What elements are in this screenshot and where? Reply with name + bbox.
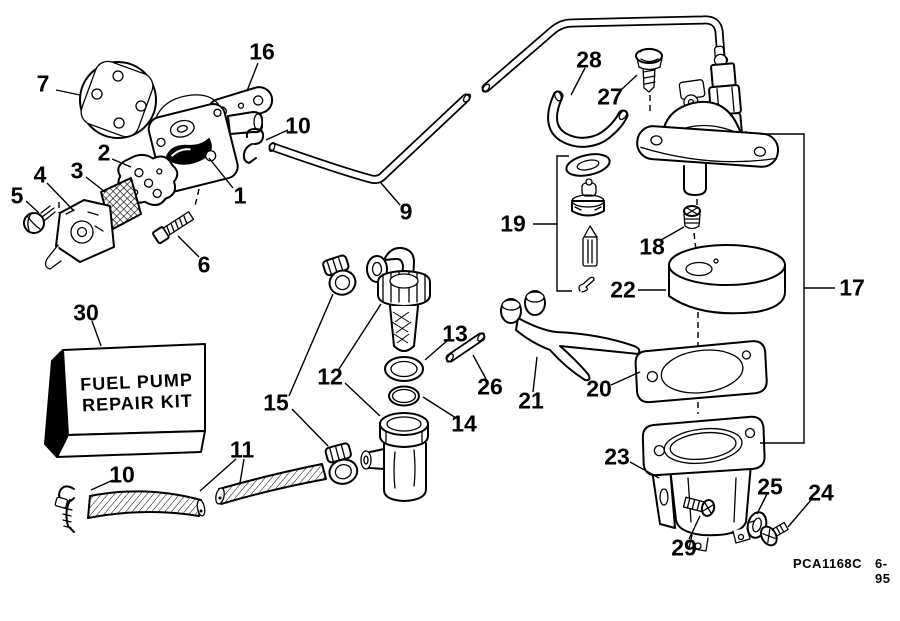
- part-24-screw: [759, 521, 789, 547]
- part-7-mounting-gasket: [79, 60, 157, 139]
- callout-10: 10: [109, 461, 135, 488]
- callout-6: 6: [197, 251, 211, 278]
- callout-23: 23: [604, 443, 630, 470]
- part-12-filter-assembly: [360, 246, 431, 502]
- callout-17: 17: [839, 274, 865, 301]
- callout-19: 19: [500, 210, 526, 237]
- callout-26: 26: [477, 373, 503, 400]
- part-17-bracket: [760, 133, 835, 444]
- callout-7: 7: [36, 70, 50, 97]
- callout-2: 2: [97, 139, 111, 166]
- part-21-cam-follower: [500, 290, 641, 382]
- footer-code: PCA1168C 6-95: [793, 556, 900, 586]
- callout-12: 12: [317, 363, 343, 390]
- part-30-repair-kit-box: [44, 343, 206, 458]
- callout-16: 16: [249, 38, 275, 65]
- part-9-fuel-line: [268, 15, 729, 184]
- part-code: PCA1168C: [793, 556, 863, 571]
- callout-22: 22: [610, 276, 636, 303]
- part-29-screw: [682, 496, 716, 517]
- callout-15: 15: [263, 389, 289, 416]
- part-22-float-cup: [668, 244, 786, 315]
- part-4-pump-base: [44, 199, 115, 270]
- callout-29: 29: [671, 534, 697, 561]
- callout-27: 27: [597, 83, 623, 110]
- part-20-bowl-gasket: [634, 340, 768, 404]
- part-26-tube: [445, 332, 486, 363]
- part-27-screw: [635, 47, 663, 93]
- part-28-hose: [547, 90, 629, 148]
- callout-20: 20: [586, 375, 612, 402]
- callout-1: 1: [233, 182, 247, 209]
- part-19-needle-valve-kit: [533, 153, 611, 293]
- part-23-float-bowl: [641, 415, 766, 552]
- callout-5: 5: [10, 182, 24, 209]
- callout-25: 25: [757, 473, 783, 500]
- part-5-screw: [23, 205, 56, 234]
- part-11-hose-left: [87, 490, 206, 519]
- callout-9: 9: [399, 198, 413, 225]
- callout-4: 4: [33, 161, 47, 188]
- callout-24: 24: [808, 479, 834, 506]
- callout-14: 14: [451, 410, 477, 437]
- callout-21: 21: [518, 387, 544, 414]
- callout-30: 30: [73, 299, 99, 326]
- callout-18: 18: [639, 233, 665, 260]
- callout-28: 28: [576, 46, 602, 73]
- part-6-bolt: [152, 211, 195, 245]
- kit-box-label: FUEL PUMP REPAIR KIT: [65, 369, 209, 417]
- callout-3: 3: [70, 157, 84, 184]
- callout-11: 11: [229, 436, 255, 463]
- callout-13: 13: [442, 320, 468, 347]
- part-15-clamp-lower: [324, 442, 359, 485]
- part-18-check-valve: [683, 205, 701, 230]
- leader-lines: [25, 62, 812, 540]
- part-11-hose-right: [215, 463, 327, 505]
- part-15-clamp-upper: [322, 254, 357, 296]
- part-10-clip-lower: [54, 485, 75, 533]
- part-17-fuel-pump-assembly: [636, 45, 780, 196]
- date-code: 6-95: [875, 556, 891, 586]
- callout-10: 10: [285, 112, 311, 139]
- part-10-clip-upper: [242, 128, 265, 164]
